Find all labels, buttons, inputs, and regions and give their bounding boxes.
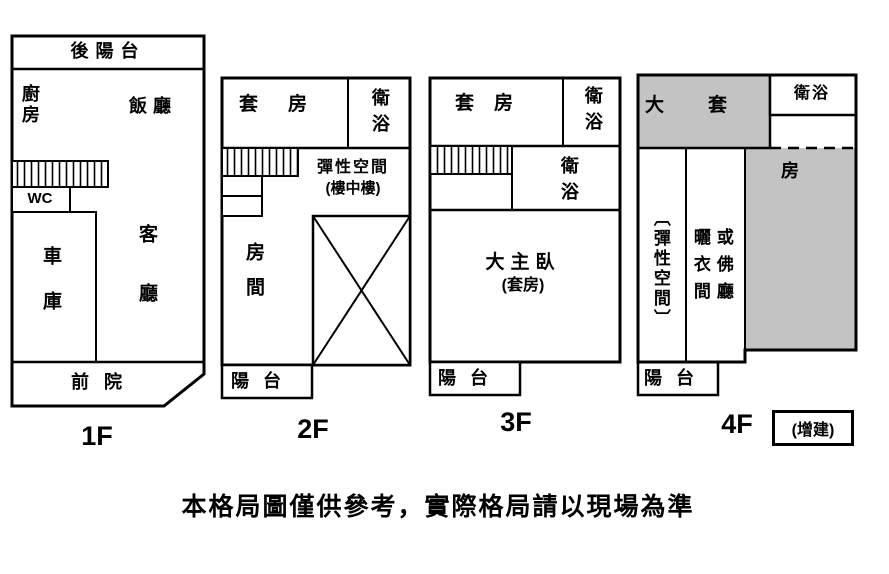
f1-back-balcony-box: [10, 34, 206, 71]
f2-stairs-hatch: [221, 147, 299, 177]
f1-outline: [10, 34, 206, 408]
f2-suite-label: 套房: [238, 94, 338, 115]
f2-void-diagonal-2: [312, 215, 411, 366]
floor-label-3f: 3F: [500, 407, 532, 437]
f1-dining-label: 飯廳: [129, 96, 177, 116]
f3-stairs-hatch: [429, 145, 513, 175]
f3-outline: [428, 76, 622, 364]
f4-bath-label: 衛浴: [793, 85, 831, 102]
f1-garage-label: 車庫: [39, 246, 61, 336]
f1-kitchen-label: 廚房: [19, 84, 40, 126]
floor-label-4f: 4F: [721, 409, 753, 439]
f4-bath-box: [768, 73, 858, 117]
f1-back-balcony-label: 後陽台: [70, 41, 146, 61]
f1-front-yard-label: 前院: [71, 372, 137, 392]
f4-room-label: 房: [781, 161, 799, 181]
f3-bath-top-label: 衛浴: [582, 86, 603, 138]
f3-master-sub-label: (套房): [501, 277, 545, 294]
floor-label-2f: 2F: [297, 414, 329, 444]
f3-suite-label: 套房: [454, 93, 534, 114]
f2-flex-space-sub-label: (樓中樓): [325, 180, 381, 197]
f4-balcony-label: 陽台: [644, 368, 708, 388]
f2-balcony-box: [220, 363, 314, 400]
f4-buddha-hall-label: 或佛廳: [713, 228, 733, 309]
f3-balcony-box: [428, 360, 522, 397]
f3-bath-mid-label: 衛浴: [558, 156, 579, 208]
f2-stairs-landing-2: [221, 195, 263, 217]
f1-garage-wall: [12, 211, 97, 362]
f4-flex-space-label: 〔彈性空間〕: [650, 209, 670, 329]
f2-stairs-landing-1: [221, 175, 263, 197]
f2-flex-space-label: 彈性空間: [316, 159, 390, 176]
floor-label-1f: 1F: [81, 421, 113, 451]
disclaimer-text: 本格局圖僅供參考，實際格局請以現場為準: [181, 493, 695, 521]
f1-stairs-hatch: [11, 160, 109, 188]
f3-balcony-label: 陽台: [438, 368, 502, 388]
f4-balcony-box: [636, 360, 720, 397]
f2-bath-label: 衛浴: [369, 88, 390, 140]
f1-living-label: 客廳: [135, 224, 157, 342]
f2-room-label: 房間: [242, 242, 264, 312]
f4-big-suite-label: 大套: [644, 95, 772, 116]
f4-annex-room-fill: [745, 148, 856, 350]
f3-master-label: 大主臥: [485, 252, 561, 273]
f2-balcony-label: 陽台: [231, 371, 295, 391]
f4-drying-room-label: 曬衣間: [690, 228, 710, 309]
f4-outline: [636, 73, 858, 364]
f1-wc-label: WC: [27, 190, 53, 207]
f4-annex-badge: (增建): [772, 410, 854, 446]
